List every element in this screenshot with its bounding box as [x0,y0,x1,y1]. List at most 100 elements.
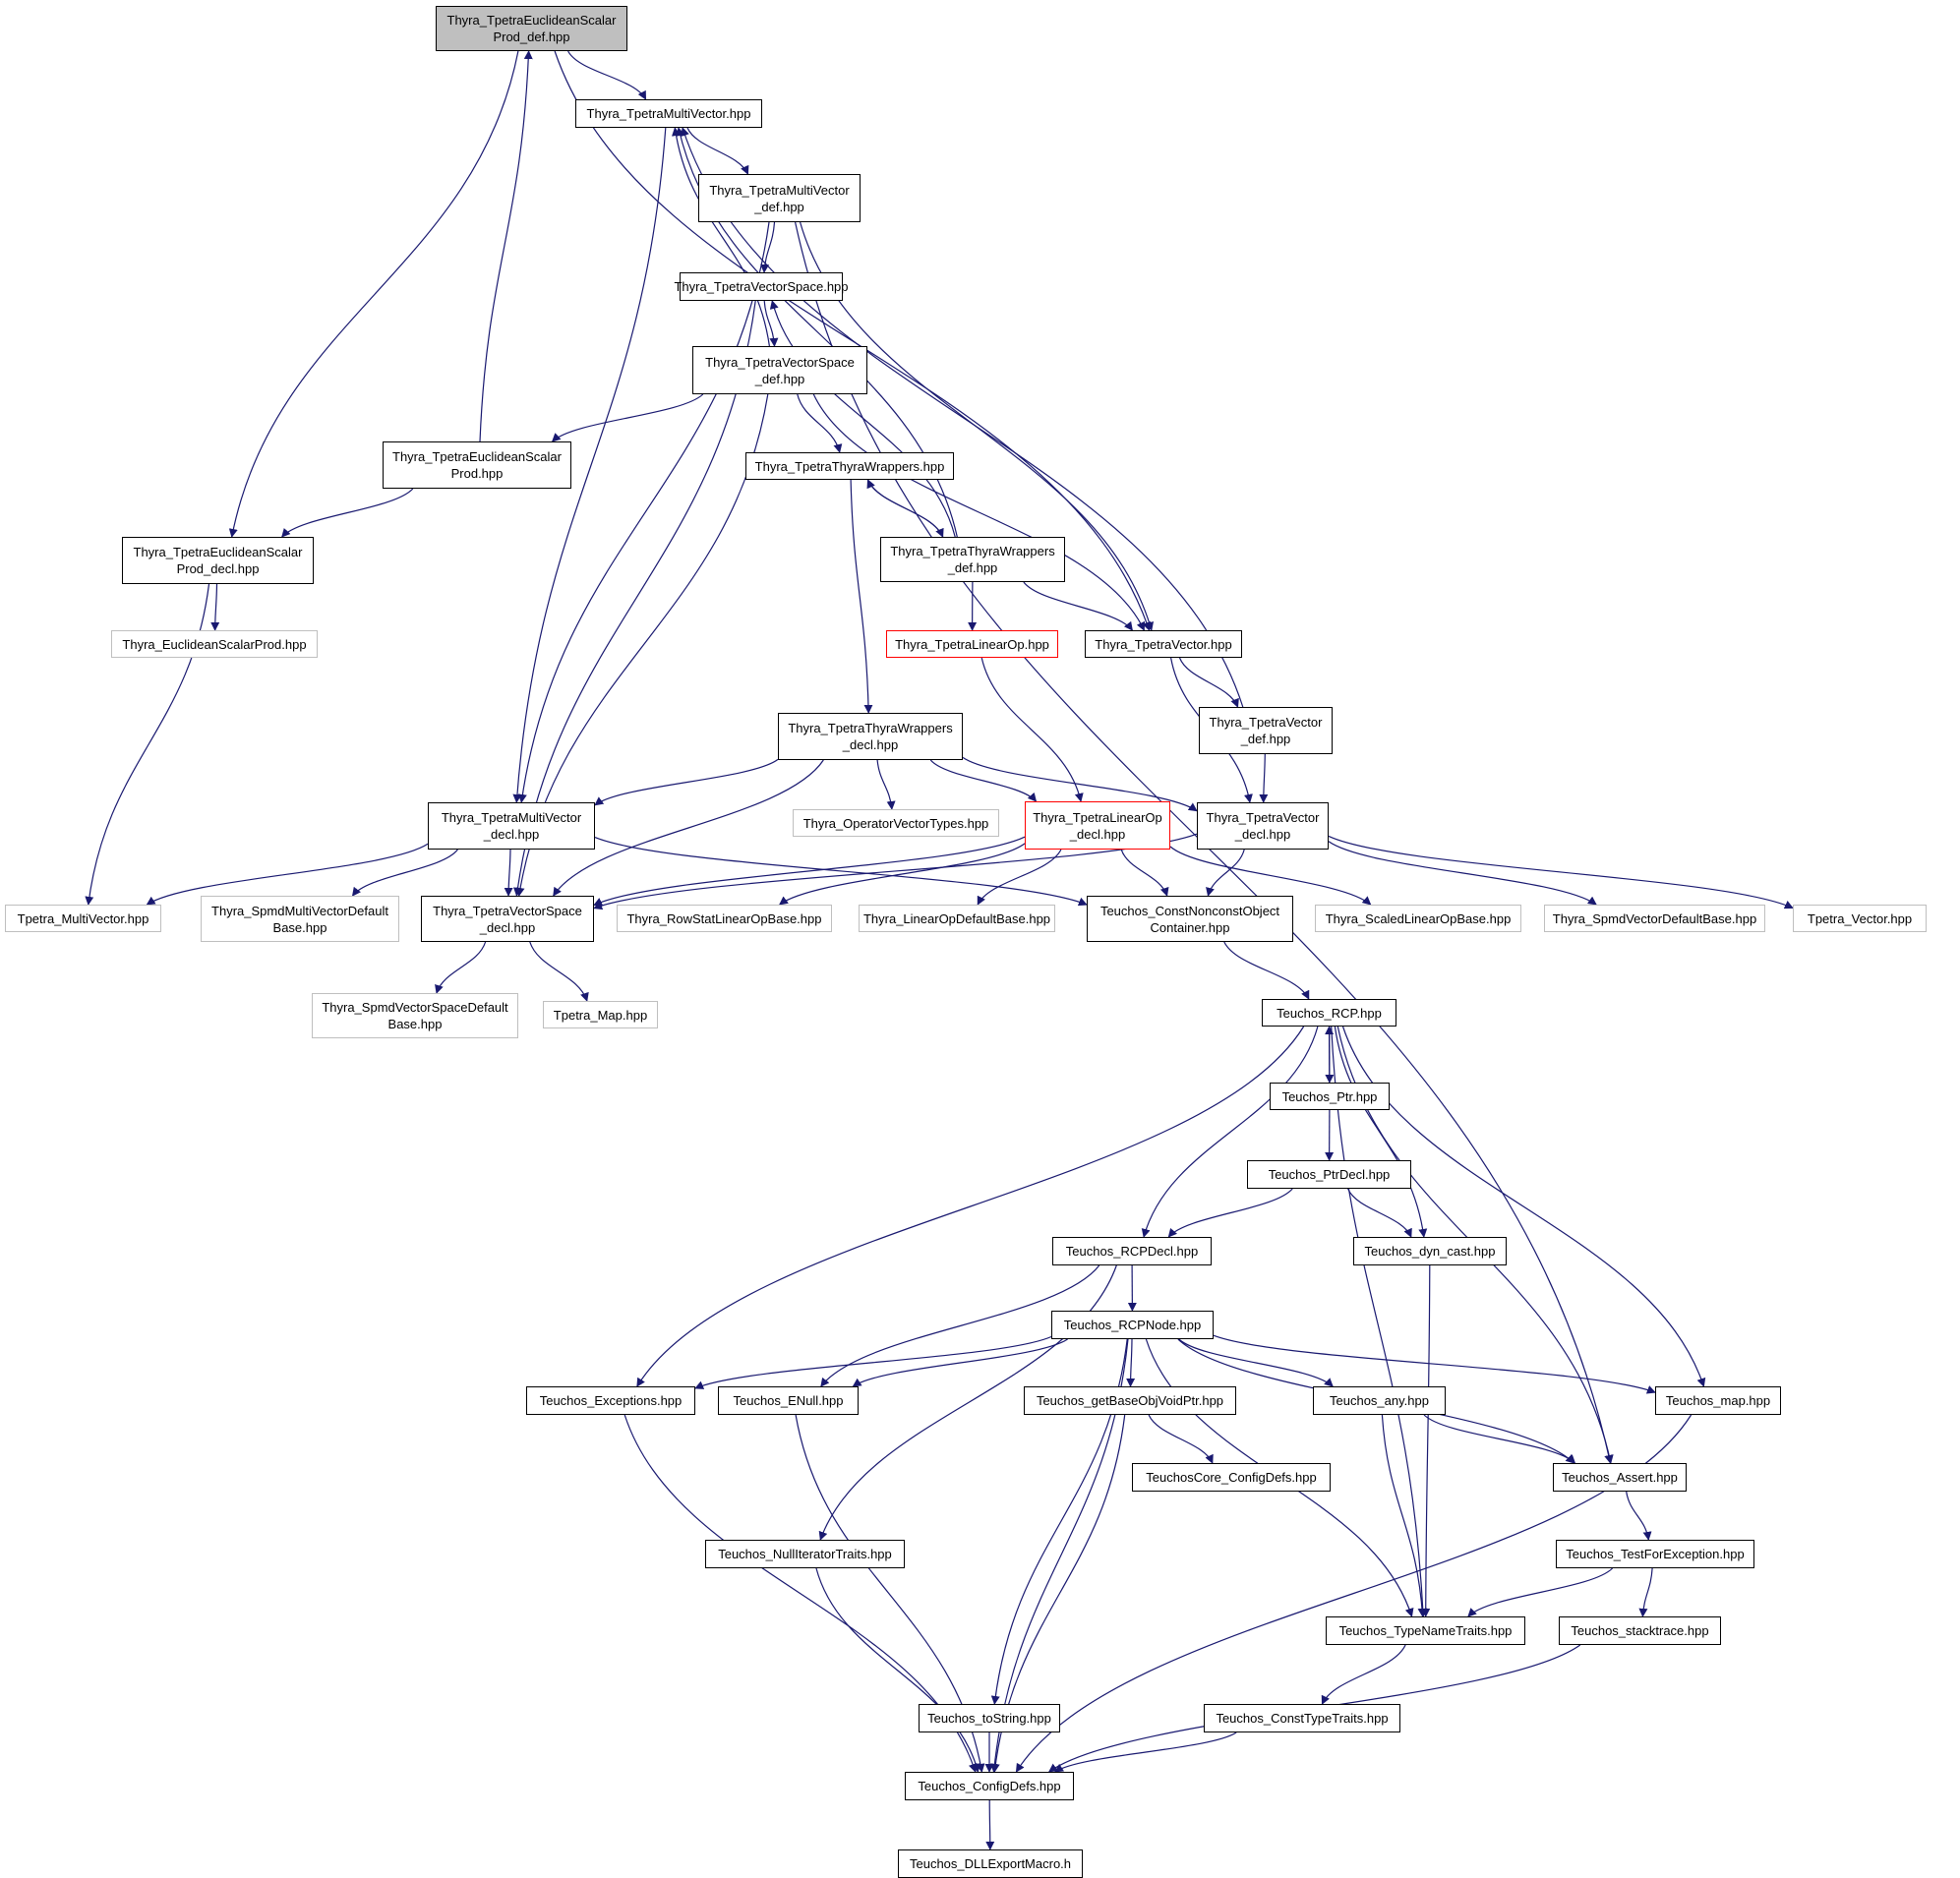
graph-node: Thyra_TpetraVector.hpp [1085,630,1242,658]
node-label: Thyra_TpetraVector.hpp [1095,636,1231,653]
dependency-edge [1264,754,1266,802]
node-label: _def.hpp [1241,731,1291,747]
dependency-edge [521,222,769,802]
dependency-edge [508,850,510,896]
graph-node: Thyra_ScaledLinearOpBase.hpp [1315,905,1521,932]
node-label: Teuchos_toString.hpp [927,1710,1051,1727]
dependency-edge [1180,658,1238,707]
dependency-edge [1144,1027,1318,1237]
graph-node: Teuchos_dyn_cast.hpp [1353,1237,1507,1265]
node-label: _def.hpp [754,199,804,215]
dependency-edge [1131,1339,1133,1386]
node-label: Container.hpp [1151,919,1230,936]
node-label: Teuchos_Assert.hpp [1562,1469,1678,1486]
dependency-edge [595,759,778,804]
graph-node: Thyra_TpetraThyraWrappers_def.hpp [880,537,1065,582]
graph-node: Thyra_TpetraVectorSpace.hpp [680,272,843,301]
dependency-edge [1468,1568,1613,1616]
dependency-edge [851,480,868,713]
node-label: Thyra_TpetraVector [1210,714,1323,731]
dependency-edge [1168,1189,1292,1237]
dependency-edge [1382,1415,1422,1616]
dependency-edge [1329,836,1793,908]
node-label: Thyra_LinearOpDefaultBase.hpp [863,910,1050,927]
dependency-edge [695,1337,1051,1389]
node-label: _def.hpp [948,559,998,576]
dependency-edge [764,301,774,346]
dependency-edge [772,301,955,537]
node-label: Thyra_TpetraEuclideanScalar [134,544,303,560]
graph-node: Teuchos_any.hpp [1313,1386,1446,1415]
node-label: Thyra_EuclideanScalarProd.hpp [122,636,306,653]
node-label: Teuchos_stacktrace.hpp [1571,1622,1708,1639]
dependency-edge [1332,1027,1424,1616]
graph-node: Teuchos_ENull.hpp [718,1386,859,1415]
node-label: Thyra_SpmdVectorSpaceDefault [322,999,507,1016]
node-label: Teuchos_ConstNonconstObject [1100,903,1279,919]
node-label: Teuchos_ConfigDefs.hpp [918,1778,1060,1794]
dependency-edge [595,838,1087,906]
dependency-edge [530,942,587,1001]
dependency-edge [1208,850,1244,896]
node-label: Teuchos_NullIteratorTraits.hpp [718,1546,892,1562]
graph-node: Teuchos_toString.hpp [919,1704,1060,1732]
graph-node: Teuchos_getBaseObjVoidPtr.hpp [1024,1386,1236,1415]
graph-node: Teuchos_map.hpp [1655,1386,1781,1415]
node-label: Prod.hpp [451,465,504,482]
graph-node: Thyra_TpetraMultiVector_decl.hpp [428,802,595,850]
dependency-edge [989,1800,990,1849]
graph-node: Thyra_EuclideanScalarProd.hpp [111,630,318,658]
node-label: Thyra_TpetraVector [1207,809,1320,826]
graph-node: Thyra_SpmdVectorDefaultBase.hpp [1544,905,1765,932]
graph-node: Thyra_OperatorVectorTypes.hpp [793,809,999,837]
dependency-edge [1179,1339,1333,1386]
node-label: Teuchos_DLLExportMacro.h [910,1855,1071,1872]
node-label: Teuchos_map.hpp [1666,1392,1770,1409]
dependency-edge [764,222,775,272]
node-label: Thyra_TpetraMultiVector [709,182,849,199]
graph-node: Teuchos_NullIteratorTraits.hpp [705,1540,905,1568]
dependency-edge [594,837,1025,905]
node-label: Thyra_TpetraEuclideanScalar [392,448,562,465]
node-label: Teuchos_RCPNode.hpp [1064,1317,1201,1333]
node-label: Thyra_TpetraLinearOp.hpp [895,636,1049,653]
node-label: Thyra_ScaledLinearOpBase.hpp [1326,910,1512,927]
node-label: Thyra_SpmdMultiVectorDefault [211,903,388,919]
graph-node: Teuchos_RCP.hpp [1262,999,1396,1027]
node-label: TeuchosCore_ConfigDefs.hpp [1146,1469,1316,1486]
graph-node: Thyra_LinearOpDefaultBase.hpp [859,905,1055,932]
node-label: Thyra_TpetraLinearOp [1033,809,1162,826]
node-label: _decl.hpp [1235,826,1290,843]
graph-node: Thyra_TpetraMultiVector_def.hpp [698,174,861,222]
dependency-edge [877,760,892,809]
node-label: Base.hpp [273,919,327,936]
dependency-edge [1627,1492,1649,1540]
graph-node: TeuchosCore_ConfigDefs.hpp [1132,1463,1331,1492]
node-label: Thyra_TpetraThyraWrappers [890,543,1054,559]
node-label: Thyra_TpetraMultiVector.hpp [587,105,751,122]
node-label: Teuchos_Exceptions.hpp [540,1392,683,1409]
node-label: Thyra_SpmdVectorDefaultBase.hpp [1553,910,1756,927]
node-label: Thyra_TpetraEuclideanScalar [447,12,617,29]
dependency-edge [1642,1568,1652,1616]
node-label: Teuchos_Ptr.hpp [1282,1088,1378,1105]
node-label: _decl.hpp [480,919,535,936]
node-label: Teuchos_RCPDecl.hpp [1066,1243,1198,1260]
node-label: Thyra_OperatorVectorTypes.hpp [803,815,989,832]
graph-node: Teuchos_TypeNameTraits.hpp [1326,1616,1525,1645]
node-label: Teuchos_RCP.hpp [1277,1005,1382,1022]
node-label: Base.hpp [388,1016,443,1032]
graph-node: Tpetra_Vector.hpp [1793,905,1927,932]
dependency-edge [675,128,769,346]
graph-node: Thyra_TpetraVectorSpace_def.hpp [692,346,867,394]
dependency-edge [282,489,413,537]
graph-node: Teuchos_PtrDecl.hpp [1247,1160,1411,1189]
graph-node: Thyra_TpetraMultiVector.hpp [575,99,762,128]
node-label: Thyra_TpetraMultiVector [442,809,581,826]
